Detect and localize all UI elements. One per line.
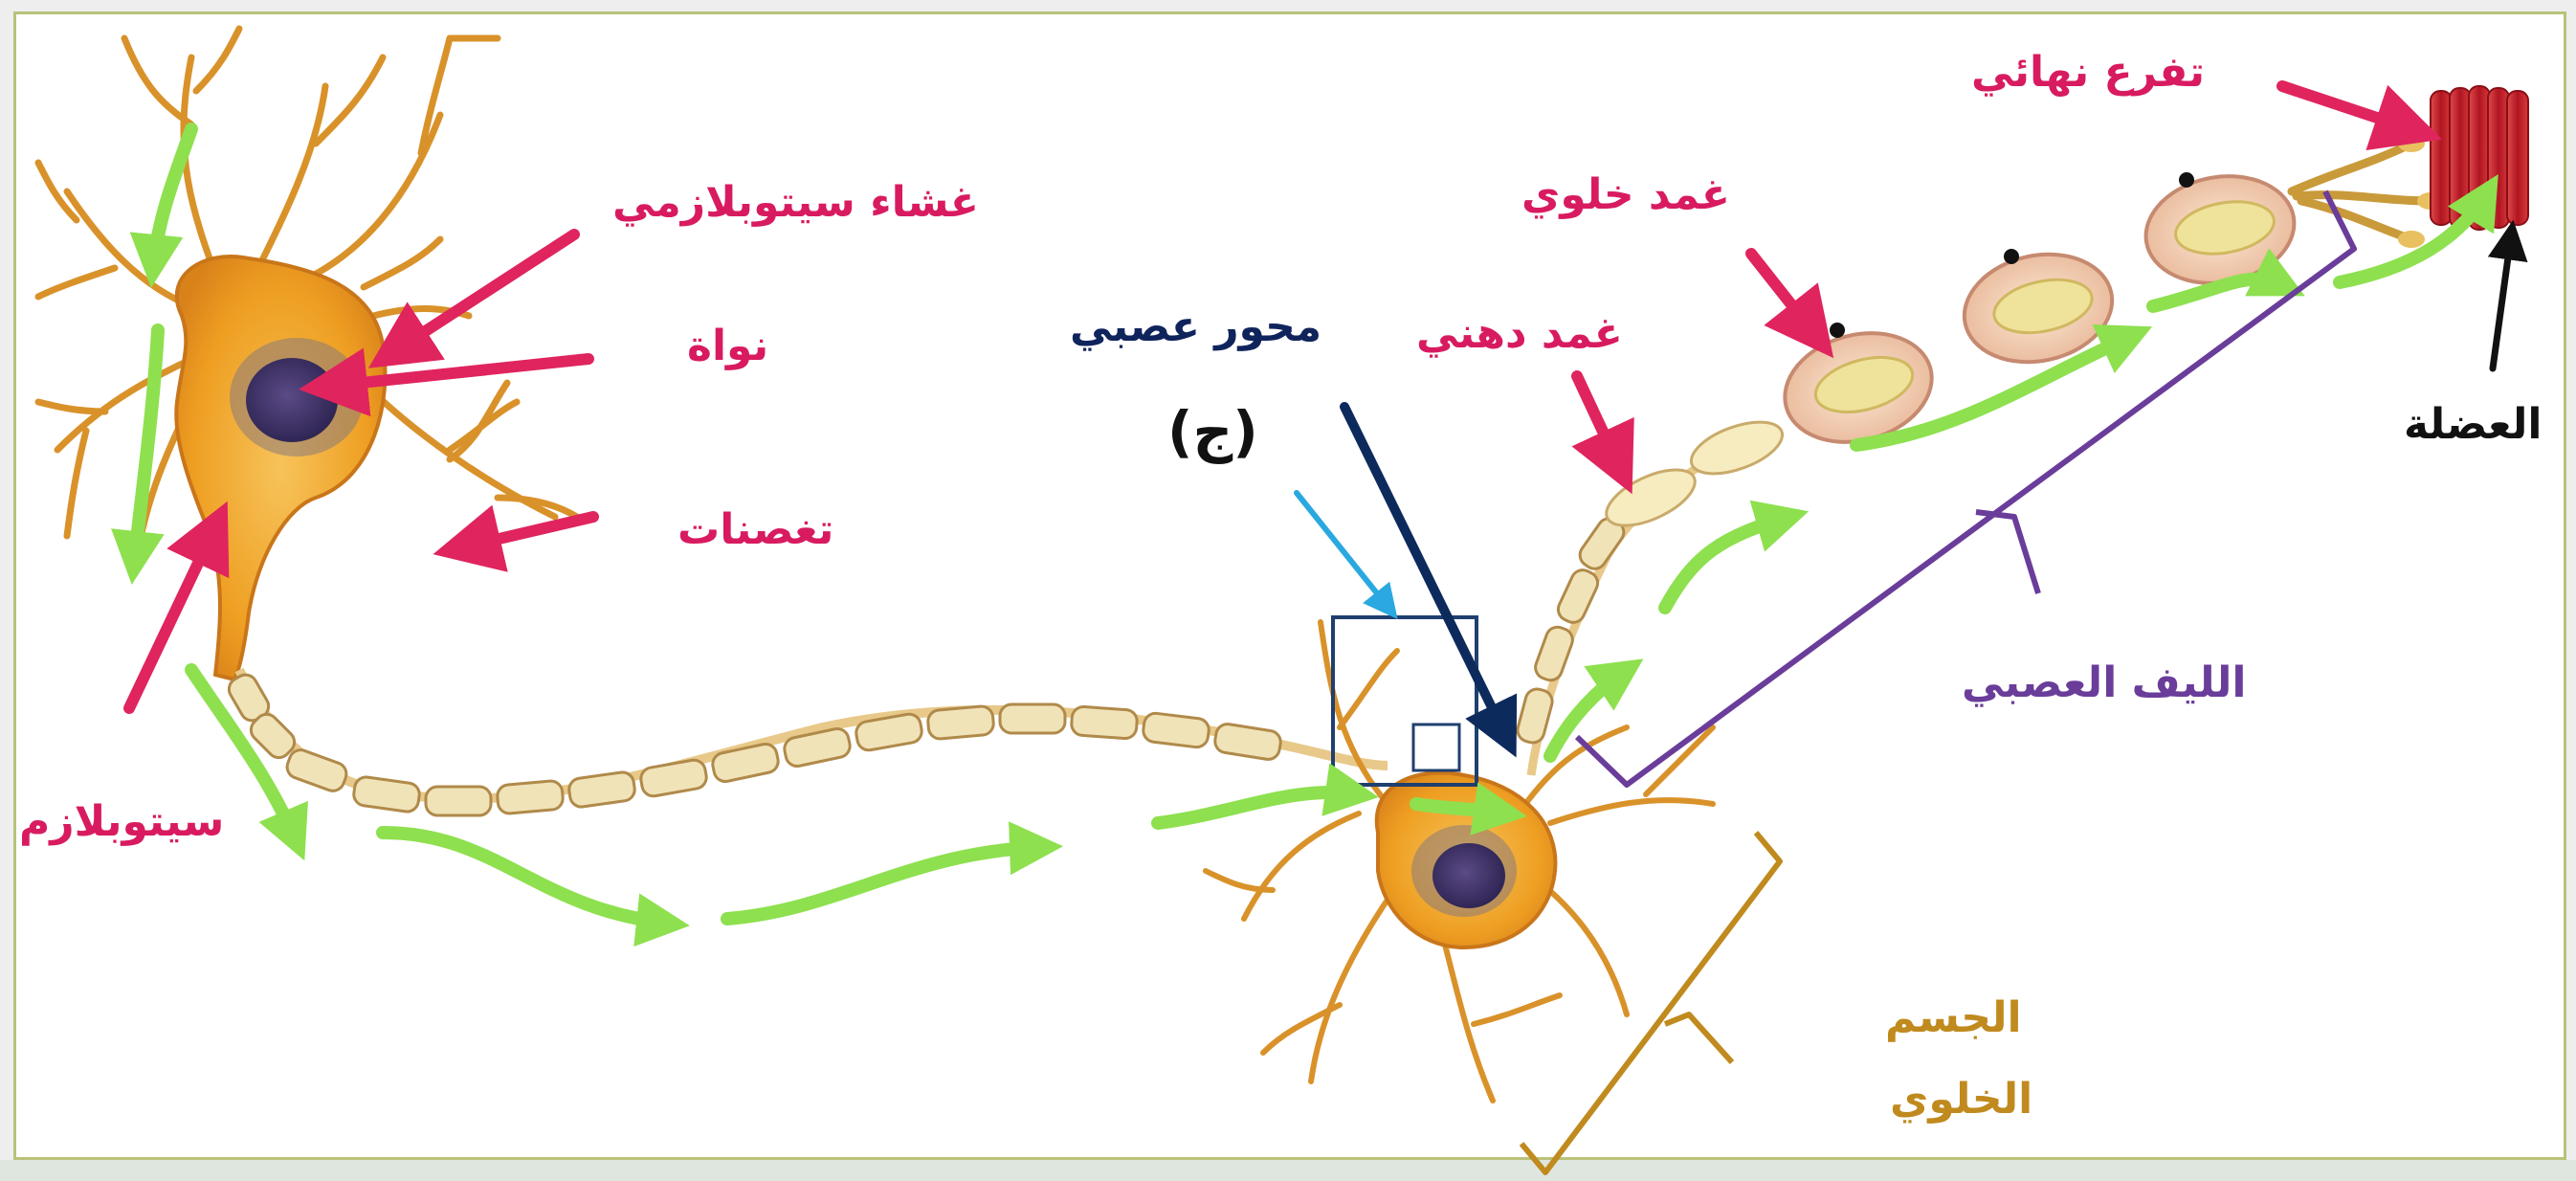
label-cell-body-line1: الجسم xyxy=(1885,995,2022,1041)
signal-arrow-rise-2 xyxy=(1665,517,1789,608)
label-marker: (ج) xyxy=(1167,402,1258,463)
label-nucleus: نواة xyxy=(687,323,768,369)
axon-hillock-small-box xyxy=(1413,724,1459,770)
label-nerve-fiber: الليف العصبي xyxy=(1962,660,2247,706)
signal-arrow-dendrite-1 xyxy=(153,129,191,268)
pointer-arrows xyxy=(129,86,2426,708)
cell-body-bracket xyxy=(1521,833,1780,1172)
pointer-myelin xyxy=(1577,376,1625,479)
label-terminal-branch: تفرع نهائي xyxy=(1971,50,2205,96)
label-axon: محور عصبي xyxy=(1070,304,1321,350)
pointer-marker xyxy=(1297,493,1392,613)
signal-arrow-dendrite-2 xyxy=(134,330,158,565)
pointer-cell-membrane xyxy=(383,234,574,359)
label-muscle: العضلة xyxy=(2404,402,2542,448)
label-myelin-sheath: غمد دهني xyxy=(1416,311,1623,357)
terminal-branches xyxy=(2292,144,2431,239)
pointer-muscle xyxy=(2493,230,2512,368)
label-schwann-sheath: غمد خلوي xyxy=(1521,172,1730,218)
signal-arrow-axon-4 xyxy=(1158,792,1359,823)
label-cell-membrane: غشاء سيتوبلازمي xyxy=(612,180,979,226)
signal-arrow-axon-3 xyxy=(727,847,1043,919)
signal-arrow-hillock xyxy=(1416,804,1507,813)
label-cell-body-line2: الخلوي xyxy=(1890,1077,2032,1123)
schwann-cells xyxy=(1772,165,2302,457)
left-nucleus xyxy=(246,358,338,442)
signal-arrow-fiber-2 xyxy=(2153,279,2287,306)
pointer-axon xyxy=(1344,407,1510,745)
signal-arrow-axon-2 xyxy=(383,833,670,924)
label-dendrites: تغصنات xyxy=(677,507,833,553)
pointer-dendrites xyxy=(450,517,593,550)
right-nucleus xyxy=(1432,843,1505,908)
left-cell-body xyxy=(176,256,385,680)
pointer-schwann xyxy=(1751,254,1823,345)
label-cytoplasm: سيتوبلازم xyxy=(19,799,224,845)
pointer-terminal xyxy=(2282,86,2426,134)
